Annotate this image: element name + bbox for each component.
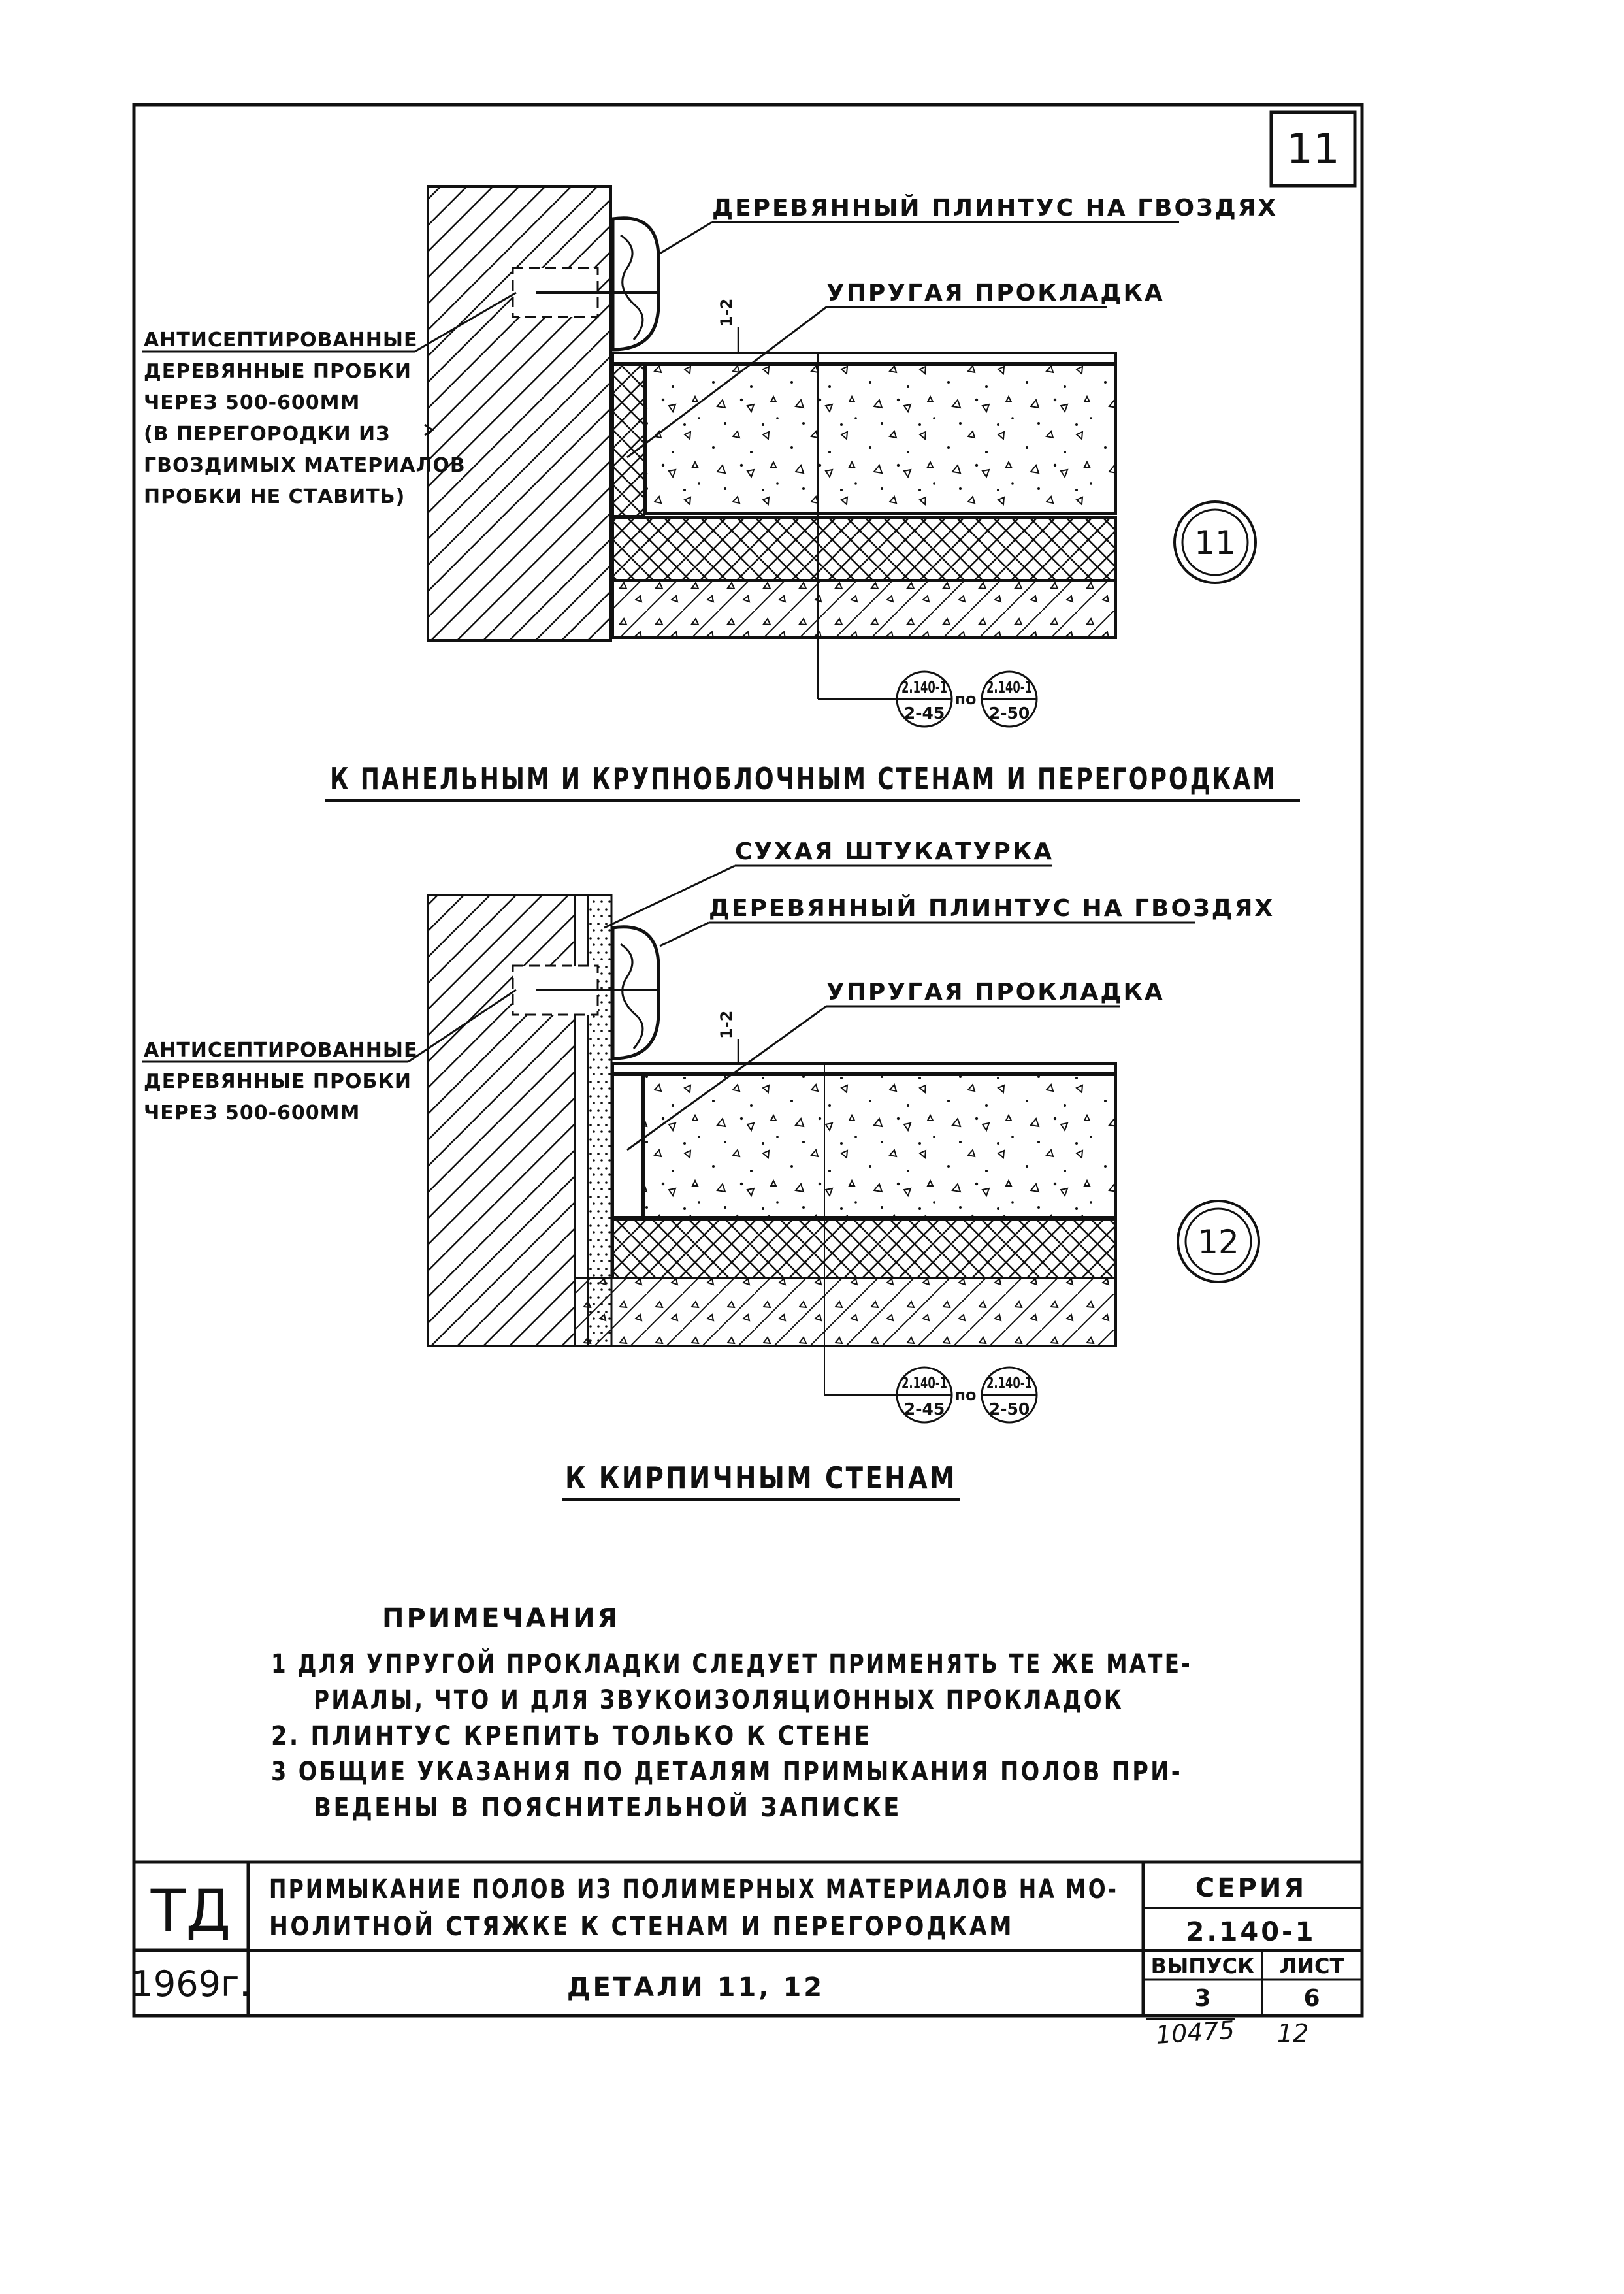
series-value: 2.140-1 bbox=[1186, 1917, 1316, 1947]
organization-mark: ТД bbox=[150, 1877, 231, 1944]
note-line: 2. ПЛИНТУС КРЕПИТЬ ТОЛЬКО К СТЕНЕ bbox=[271, 1721, 872, 1751]
side-note-line: ЧЕРЕЗ 500-600ММ bbox=[144, 1102, 360, 1124]
drawing-title-line-1: ПРИМЫКАНИЕ ПОЛОВ ИЗ ПОЛИМЕРНЫХ МАТЕРИАЛО… bbox=[269, 1875, 1118, 1905]
wall-section bbox=[427, 185, 612, 642]
side-note-line: (В ПЕРЕГОРОДКИ ИЗ bbox=[144, 423, 390, 446]
side-note-line: ЧЕРЕЗ 500-600ММ bbox=[144, 391, 360, 414]
reference-series: 2.140-1 bbox=[901, 1373, 947, 1392]
note-line: 3 ОБЩИЕ УКАЗАНИЯ ПО ДЕТАЛЯМ ПРИМЫКАНИЯ П… bbox=[271, 1757, 1182, 1787]
detail-marker-11: 11 bbox=[1173, 500, 1257, 584]
plaster-callout: СУХАЯ ШТУКАТУРКА bbox=[735, 838, 1054, 865]
plinth-callout: ДЕРЕВЯННЫЙ ПЛИНТУС НА ГВОЗДЯХ bbox=[712, 194, 1278, 221]
side-note-line: АНТИСЕПТИРОВАННЫЕ bbox=[144, 1039, 417, 1062]
reference-2-50: 2.140-1 2-50 bbox=[981, 670, 1038, 728]
wood-plinth bbox=[611, 925, 660, 1060]
sheet-label: ЛИСТ bbox=[1280, 1954, 1344, 1978]
notes-heading: ПРИМЕЧАНИЯ bbox=[382, 1603, 620, 1633]
note-line: 1 ДЛЯ УПРУГОЙ ПРОКЛАДКИ СЛЕДУЕТ ПРИМЕНЯТ… bbox=[271, 1648, 1192, 1679]
detail-12-title: К КИРПИЧНЫМ СТЕНАМ bbox=[565, 1460, 957, 1496]
reference-series: 2.140-1 bbox=[901, 678, 947, 696]
side-note-line: АНТИСЕПТИРОВАННЫЕ bbox=[144, 329, 417, 352]
base-slab bbox=[611, 579, 1117, 639]
reference-separator: по bbox=[954, 690, 976, 708]
reference-sheet: 2-50 bbox=[989, 704, 1030, 723]
gasket-strip bbox=[611, 363, 645, 517]
detail-marker-12: 12 bbox=[1177, 1200, 1260, 1283]
side-note-line: ГВОЗДИМЫХ МАТЕРИАЛОВ bbox=[144, 454, 466, 477]
reference-2-45: 2.140-1 2-45 bbox=[896, 670, 953, 728]
detail-12: СУХАЯ ШТУКАТУРКА ДЕРЕВЯННЫЙ ПЛИНТУС НА Г… bbox=[142, 838, 1275, 1501]
issue-value: 3 bbox=[1194, 1985, 1210, 2012]
gap-dim: 1-2 bbox=[717, 299, 736, 327]
reference-sheet: 2-45 bbox=[904, 704, 945, 723]
screed-slab bbox=[644, 363, 1117, 515]
side-note-leader bbox=[414, 291, 517, 353]
wood-grain bbox=[620, 943, 644, 1049]
note-line: РИАЛЫ, ЧТО И ДЛЯ ЗВУКОИЗОЛЯЦИОННЫХ ПРОКЛ… bbox=[314, 1685, 1124, 1715]
reference-series: 2.140-1 bbox=[986, 678, 1032, 696]
gap-dim: 1-2 bbox=[717, 1011, 736, 1039]
break-line bbox=[424, 423, 434, 436]
plinth-leader bbox=[659, 221, 713, 255]
notes: ПРИМЕЧАНИЯ 1 ДЛЯ УПРУГОЙ ПРОКЛАДКИ СЛЕДУ… bbox=[271, 1603, 1192, 1823]
gasket-leader bbox=[626, 1005, 827, 1151]
page-number: 12 bbox=[1277, 2019, 1308, 2048]
reference-sheet: 2-50 bbox=[989, 1400, 1030, 1418]
side-note-line: ДЕРЕВЯННЫЕ ПРОБКИ bbox=[144, 360, 412, 383]
side-note-line: ДЕРЕВЯННЫЕ ПРОБКИ bbox=[144, 1070, 412, 1093]
gasket-strip bbox=[611, 1073, 643, 1219]
side-note: АНТИСЕПТИРОВАННЫЕ ДЕРЕВЯННЫЕ ПРОБКИ ЧЕРЕ… bbox=[144, 1039, 417, 1124]
side-note-leader bbox=[408, 989, 517, 1063]
reference-sheet: 2-45 bbox=[904, 1400, 945, 1418]
gasket-callout: УПРУГАЯ ПРОКЛАДКА bbox=[826, 979, 1165, 1006]
detail-marker-number: 11 bbox=[1194, 524, 1236, 562]
detail-marker-number: 12 bbox=[1197, 1223, 1239, 1261]
reference-separator: по bbox=[954, 1386, 976, 1404]
drawing-title-line-2: НОЛИТНОЙ СТЯЖКЕ К СТЕНАМ И ПЕРЕГОРОДКАМ bbox=[269, 1910, 1014, 1942]
gasket-callout: УПРУГАЯ ПРОКЛАДКА bbox=[826, 280, 1165, 306]
plinth-callout: ДЕРЕВЯННЫЙ ПЛИНТУС НА ГВОЗДЯХ bbox=[709, 894, 1275, 922]
plaster-leader bbox=[604, 864, 736, 929]
series-label: СЕРИЯ bbox=[1195, 1873, 1307, 1903]
note-line: ВЕДЕНЫ В ПОЯСНИТЕЛЬНОЙ ЗАПИСКЕ bbox=[314, 1792, 901, 1823]
plinth-leader bbox=[659, 921, 709, 947]
screed-slab bbox=[642, 1073, 1117, 1219]
side-note-line: ПРОБКИ НЕ СТАВИТЬ) bbox=[144, 485, 405, 508]
reference-2-50: 2.140-1 2-50 bbox=[981, 1366, 1038, 1424]
polymer-floor-covering bbox=[611, 1062, 1117, 1075]
side-note: АНТИСЕПТИРОВАННЫЕ ДЕРЕВЯННЫЕ ПРОБКИ ЧЕРЕ… bbox=[144, 329, 466, 508]
reference-series: 2.140-1 bbox=[986, 1373, 1032, 1392]
polymer-floor-covering bbox=[611, 352, 1117, 365]
wood-grain bbox=[620, 234, 644, 340]
brick-wall-section bbox=[427, 894, 576, 1347]
details-label: ДЕТАЛИ 11, 12 bbox=[567, 1973, 824, 2003]
sheet-value: 6 bbox=[1303, 1985, 1320, 2012]
year: 1969г. bbox=[131, 1963, 251, 2005]
sheet-number-box bbox=[1269, 110, 1357, 188]
detail-11: ДЕРЕВЯННЫЙ ПЛИНТУС НА ГВОЗДЯХ УПРУГАЯ ПР… bbox=[142, 185, 1300, 802]
insulation-layer bbox=[611, 516, 1117, 582]
wood-plinth bbox=[611, 216, 660, 352]
issue-label: ВЫПУСК bbox=[1151, 1954, 1255, 1978]
sheet-number: 11 bbox=[1286, 125, 1339, 174]
reference-2-45: 2.140-1 2-45 bbox=[896, 1366, 953, 1424]
inventory-number: 10475 bbox=[1155, 2016, 1236, 2050]
gasket-leader bbox=[626, 306, 827, 459]
detail-11-title: К ПАНЕЛЬНЫМ И КРУПНОБЛОЧНЫМ СТЕНАМ И ПЕР… bbox=[330, 761, 1277, 796]
base-slab bbox=[574, 1277, 1117, 1347]
title-block: ТД 1969г. ПРИМЫКАНИЕ ПОЛОВ ИЗ ПОЛИМЕРНЫХ… bbox=[131, 1860, 1362, 2016]
sheet-frame bbox=[132, 103, 1364, 2018]
insulation-layer bbox=[611, 1218, 1117, 1279]
